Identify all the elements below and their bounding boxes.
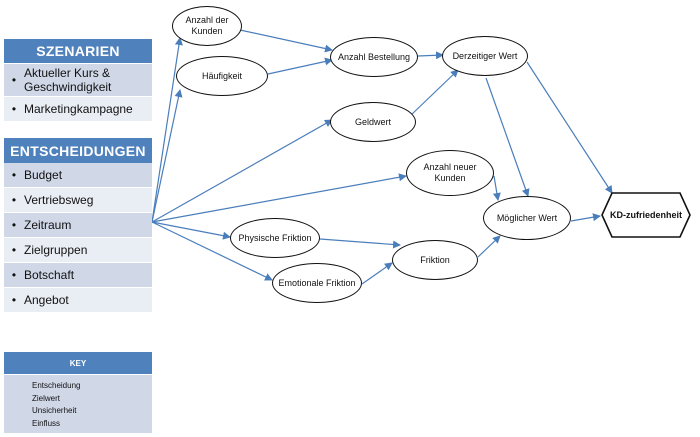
key-body — [4, 375, 152, 433]
arrow-zeitraum-neuekunden — [151, 173, 407, 223]
arrow-zeitraum-emotionale — [151, 221, 273, 281]
node-geldwert: Geldwert — [330, 102, 416, 142]
arrow-bestellung-derzeitiger — [417, 51, 444, 60]
decision-item-label: Zielgruppen — [24, 243, 88, 257]
kd-hexagon — [601, 192, 691, 238]
decision-item-label: Zeitraum — [24, 218, 72, 232]
key-header: KEY — [4, 352, 152, 374]
decision-item-angebot: • Angebot — [4, 288, 152, 313]
bullet-icon: • — [11, 293, 17, 307]
decision-item-budget: • Budget — [4, 163, 152, 188]
bullet-icon: • — [11, 268, 17, 282]
node-friktion: Friktion — [392, 240, 478, 280]
arrow-friktion-moeglicher — [477, 235, 501, 258]
scenario-item-marketingkampagne: • Marketingkampagne — [4, 97, 152, 122]
bullet-icon: • — [11, 218, 17, 232]
node-physische-friktion: Physische Friktion — [230, 218, 320, 258]
node-haeufigkeit: Häufigkeit — [176, 56, 268, 96]
decision-item-label: Angebot — [24, 293, 69, 307]
arrow-zeitraum-haeufigkeit — [151, 89, 183, 223]
arrow-moeglicher-kd — [570, 213, 601, 222]
arrow-derzeitiger-kd — [526, 61, 613, 194]
bullet-icon: • — [11, 193, 17, 207]
scenarios-header: SZENARIEN — [4, 39, 152, 63]
arrow-zeitraum-geldwert — [151, 119, 333, 223]
bullet-icon: • — [11, 168, 17, 182]
key-label-einfluss: Einfluss — [32, 419, 61, 428]
arrow-geldwert-derzeitiger — [409, 69, 459, 117]
decision-item-zeitraum: • Zeitraum — [4, 213, 152, 238]
arrow-kunden-bestellung — [239, 29, 333, 53]
bullet-icon: • — [11, 102, 17, 116]
decision-item-vertriebsweg: • Vertriebsweg — [4, 188, 152, 213]
scenario-item-label: Aktueller Kurs & Geschwindigkeit — [24, 66, 112, 94]
arrow-zeitraum-kunden — [151, 37, 183, 223]
node-anzahl-neuer-kunden: Anzahl neuer Kunden — [406, 150, 494, 196]
arrow-emotionale-friktion — [361, 262, 393, 285]
decision-item-label: Botschaft — [24, 268, 75, 282]
scenario-item-aktueller-kurs: • Aktueller Kurs & Geschwindigkeit — [4, 64, 152, 97]
node-anzahl-bestellung: Anzahl Bestellung — [330, 37, 418, 77]
key-label-unsicherheit: Unsicherheit — [32, 406, 77, 415]
key-label-zielwert: Zielwert — [32, 394, 61, 403]
scenario-item-label: Marketingkampagne — [24, 102, 133, 116]
node-derzeitiger-wert: Derzeitiger Wert — [442, 36, 528, 76]
node-emotionale-friktion: Emotionale Friktion — [272, 263, 362, 303]
arrow-physische-friktion — [319, 238, 401, 249]
decision-item-zielgruppen: • Zielgruppen — [4, 238, 152, 263]
bullet-icon: • — [11, 73, 17, 87]
arrow-zeitraum-physische — [151, 221, 231, 240]
arrow-derzeitiger-moeglicher — [485, 77, 530, 197]
decision-item-label: Budget — [24, 168, 63, 182]
key-label-entscheidung: Entscheidung — [32, 381, 81, 390]
node-kd-zufriedenheit: KD-zufriedenheit — [610, 209, 682, 220]
decision-item-botschaft: • Botschaft — [4, 263, 152, 288]
decision-item-label: Vertriebsweg — [24, 193, 94, 207]
decisions-header: ENTSCHEIDUNGEN — [4, 138, 152, 163]
node-moeglicher-wert: Möglicher Wert — [483, 196, 571, 240]
arrow-neuekunden-moeglicher — [492, 175, 501, 201]
node-anzahl-der-kunden: Anzahl der Kunden — [172, 6, 242, 46]
bullet-icon: • — [11, 243, 17, 257]
arrow-haeufigkeit-bestellung — [267, 57, 333, 75]
